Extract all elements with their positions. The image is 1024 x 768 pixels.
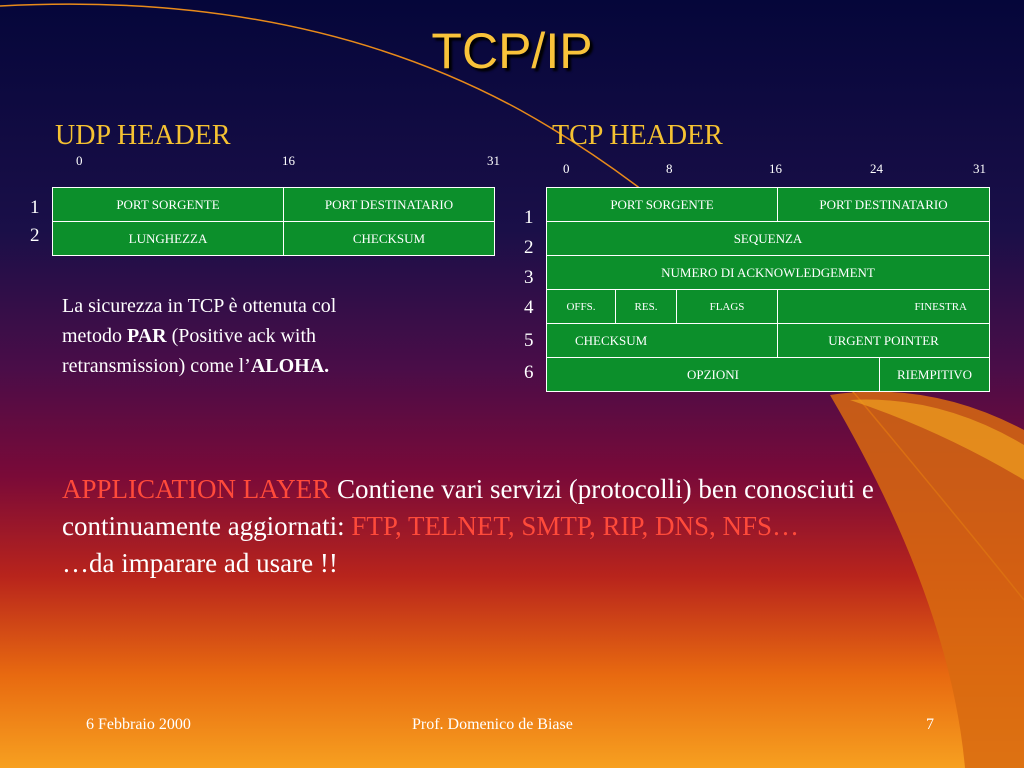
udp-bit-31: 31 [487,153,500,168]
udp-row-2: LUNGHEZZA CHECKSUM [52,221,495,256]
udp-bit-16: 16 [282,153,295,168]
footer-author: Prof. Domenico de Biase [412,716,573,733]
application-layer-paragraph: APPLICATION LAYER Contiene vari servizi … [62,471,962,582]
security-line-2-pre: metodo [62,325,127,347]
tcp-numero-acknowledgement: NUMERO DI ACKNOWLEDGEMENT [661,264,875,280]
tcp-row-number-6: 6 [524,362,534,383]
footer-page-number: 7 [926,716,934,733]
tcp-opzioni: OPZIONI [687,366,739,382]
udp-bit-0: 0 [76,153,83,168]
tcp-row-6: OPZIONI RIEMPITIVO [546,357,990,392]
decor-swoosh [830,391,1024,768]
security-line-1: La sicurezza in TCP è ottenuta col [62,295,337,317]
security-line-3-pre: retransmission) come l’ [62,355,251,377]
tcp-bit-0: 0 [563,161,570,176]
udp-heading: UDP HEADER [55,120,231,151]
tcp-row-number-1: 1 [524,207,534,228]
udp-port-sorgente: PORT SORGENTE [116,196,220,212]
application-layer-label: APPLICATION LAYER [62,474,331,504]
tcp-row-2: SEQUENZA [546,221,990,256]
udp-port-destinatario: PORT DESTINATARIO [283,188,494,221]
tcp-bit-31: 31 [973,161,986,176]
decor-swoosh-highlight [850,399,1024,480]
tcp-riempitivo: RIEMPITIVO [879,358,989,391]
security-par: PAR [127,325,167,347]
tcp-row-number-4: 4 [524,297,534,318]
tcp-heading: TCP HEADER [552,120,723,151]
application-protocols: FTP, TELNET, SMTP, RIP, DNS, NFS… [351,511,800,541]
tcp-row-1: PORT SORGENTE PORT DESTINATARIO [546,187,990,222]
tcp-finestra: FINESTRA [777,290,989,323]
tcp-row-number-3: 3 [524,267,534,288]
tcp-bit-16: 16 [769,161,782,176]
security-line-2-post: (Positive ack with [166,325,317,347]
slide-title: TCP/IP [431,23,593,79]
tcp-row-5: CHECKSUM URGENT POINTER [546,323,990,358]
tcp-row-number-2: 2 [524,237,534,258]
application-layer-text: Contiene vari servizi (protocolli) ben c… [62,474,874,541]
tcp-res: RES. [615,290,676,323]
udp-row-number-1: 1 [30,197,40,218]
tcp-row-4: OFFS. RES. FLAGS FINESTRA [546,289,990,324]
security-paragraph: La sicurezza in TCP è ottenuta col metod… [62,291,452,381]
tcp-row-number-5: 5 [524,330,534,351]
security-aloha: ALOHA. [250,355,330,377]
udp-checksum: CHECKSUM [283,222,494,255]
udp-row-1: PORT SORGENTE PORT DESTINATARIO [52,187,495,222]
udp-lunghezza: LUNGHEZZA [128,230,208,246]
tcp-sequenza: SEQUENZA [733,230,803,246]
udp-row-number-2: 2 [30,225,40,246]
footer-date: 6 Febbraio 2000 [86,716,191,733]
tcp-bit-24: 24 [870,161,883,176]
tcp-bit-8: 8 [666,161,673,176]
application-layer-closing: …da imparare ad usare !! [62,548,338,578]
tcp-checksum: CHECKSUM [575,332,648,348]
tcp-port-destinatario: PORT DESTINATARIO [777,188,989,221]
tcp-urgent-pointer: URGENT POINTER [777,324,989,357]
tcp-port-sorgente: PORT SORGENTE [610,196,714,212]
tcp-row-3: NUMERO DI ACKNOWLEDGEMENT [546,255,990,290]
tcp-flags: FLAGS [676,290,777,323]
tcp-offs: OFFS. [566,300,596,313]
